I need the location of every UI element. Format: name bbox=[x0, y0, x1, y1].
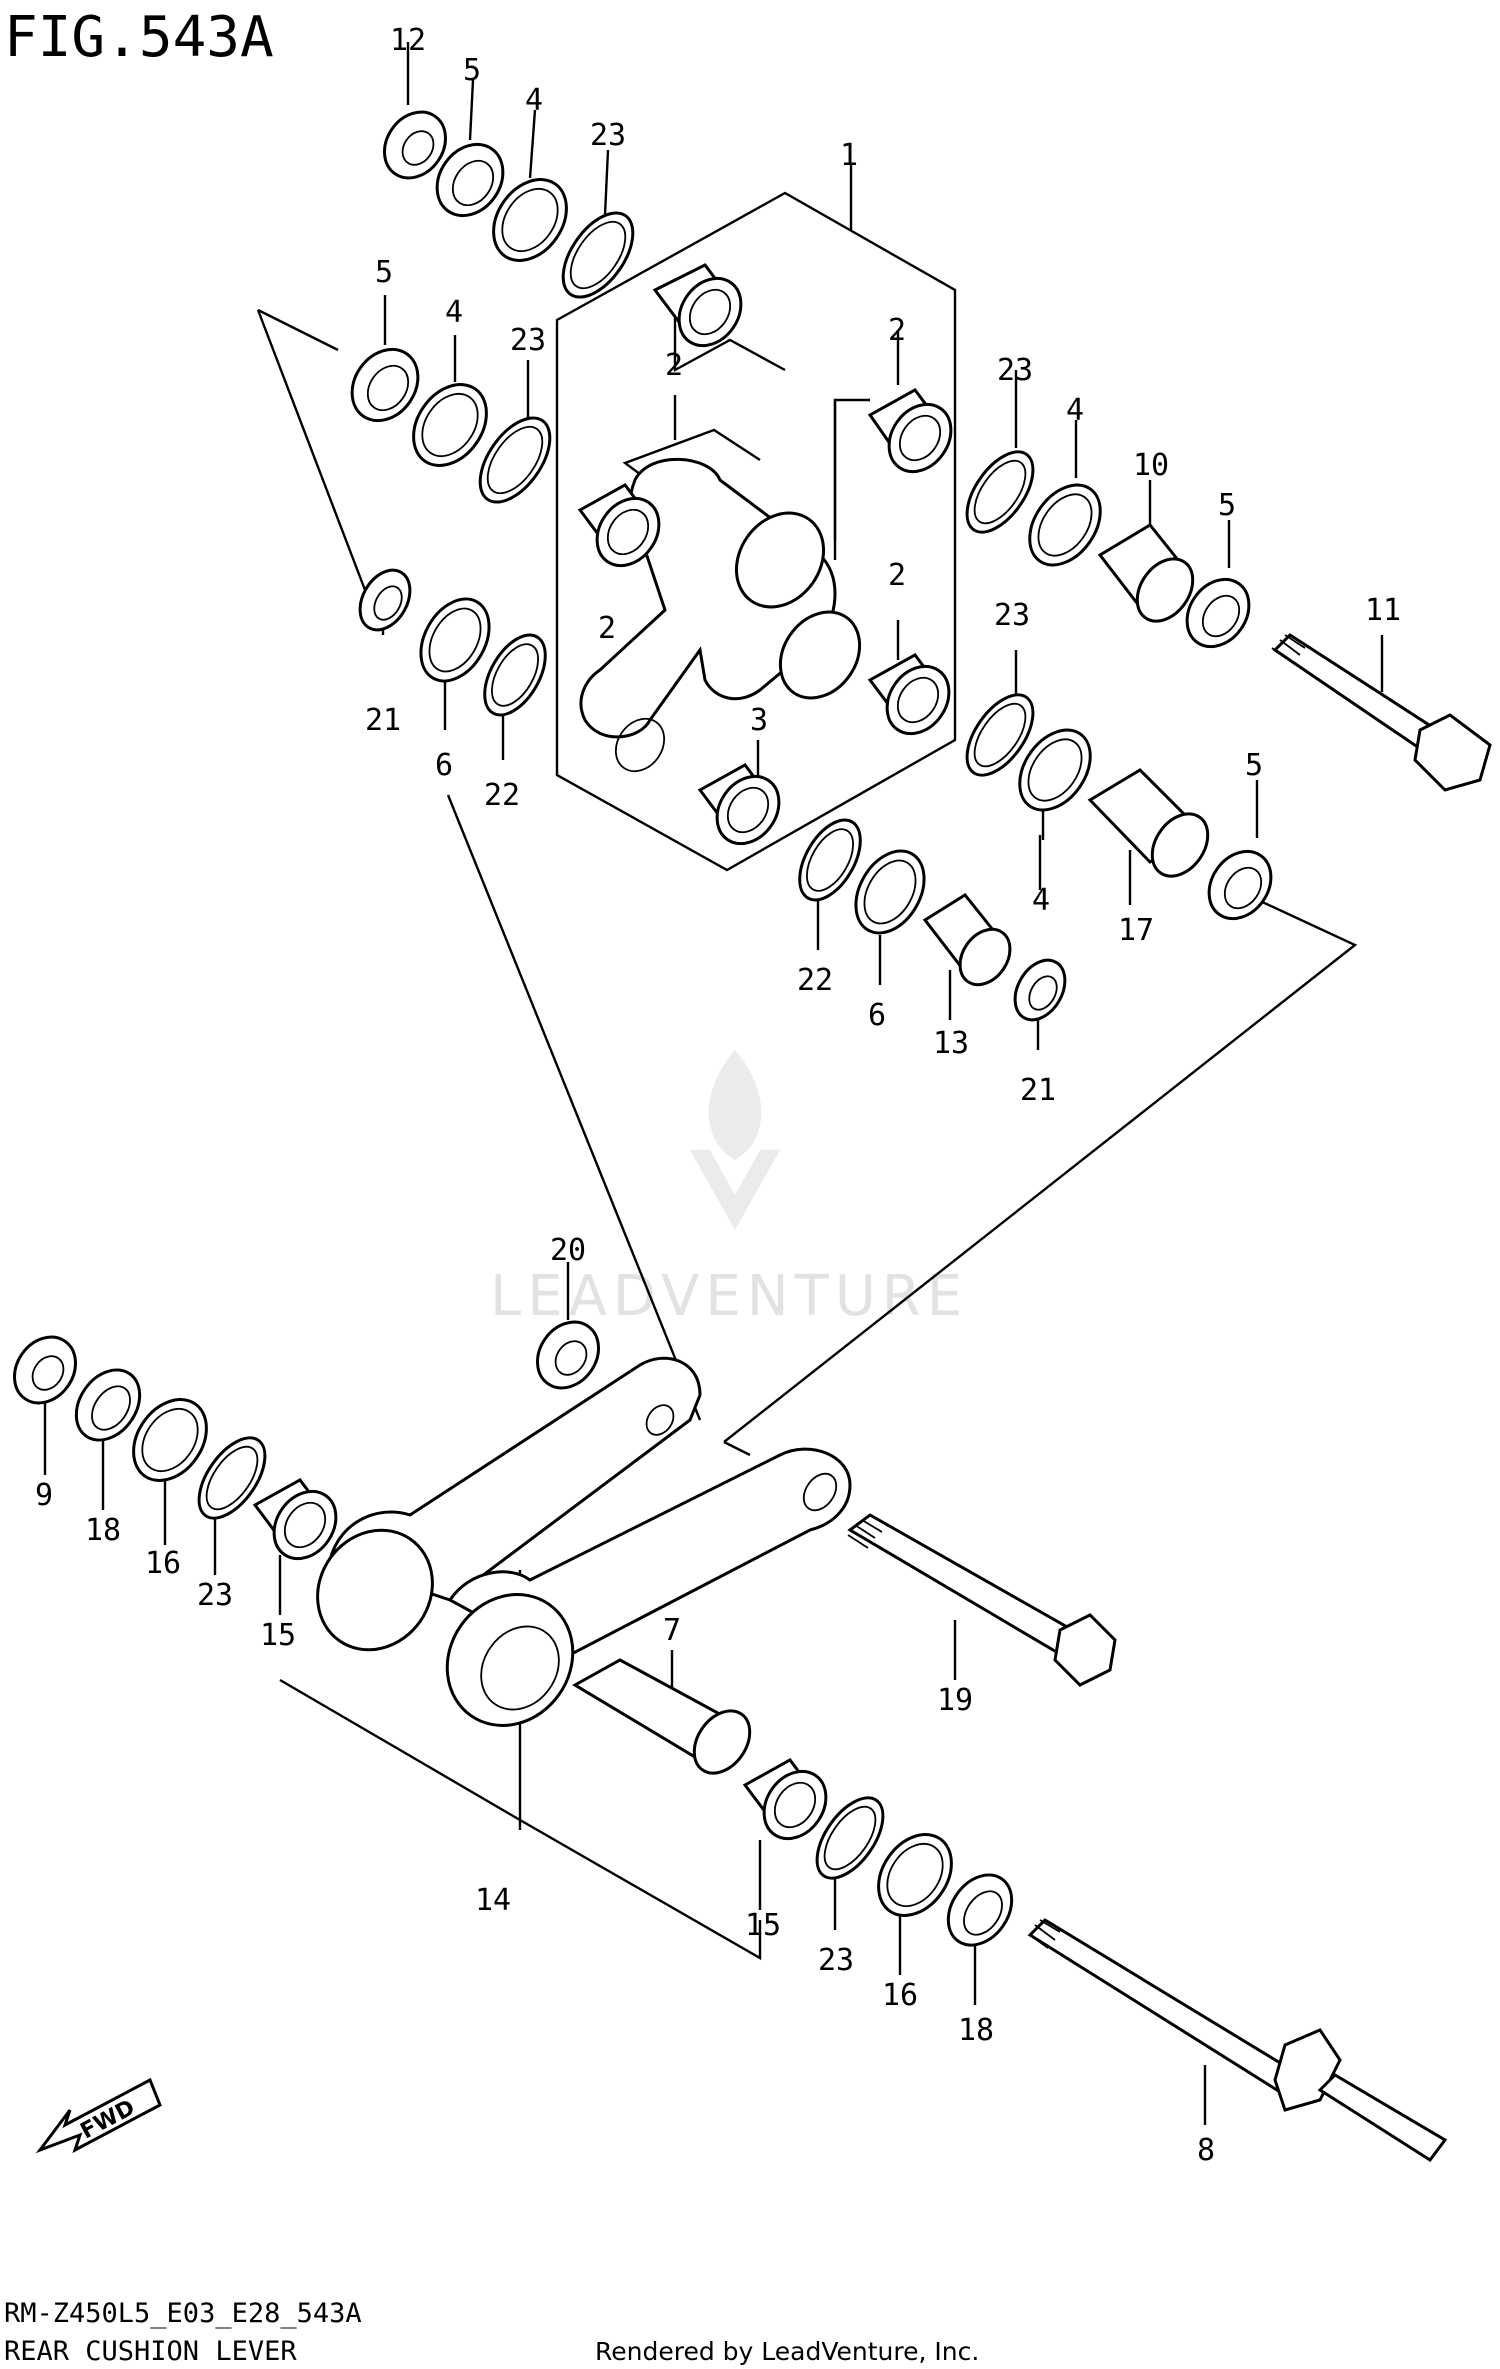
callout-11: 11 bbox=[1365, 593, 1401, 628]
callout-4: 4 bbox=[1032, 883, 1050, 918]
render-credit: Rendered by LeadVenture, Inc. bbox=[595, 2337, 979, 2366]
callout-2: 2 bbox=[598, 611, 616, 646]
callout-22: 22 bbox=[797, 963, 833, 998]
seal-4-right-b bbox=[1018, 728, 1092, 812]
lever-14-body bbox=[316, 1356, 852, 1727]
seal-6-lower bbox=[854, 849, 926, 935]
nut-20 bbox=[536, 1320, 600, 1390]
washer-23-right-b bbox=[965, 693, 1035, 777]
callout-2: 2 bbox=[888, 313, 906, 348]
callout-17: 17 bbox=[1118, 913, 1154, 948]
callout-23: 23 bbox=[590, 118, 626, 153]
callout-9: 9 bbox=[35, 1478, 53, 1513]
callout-4: 4 bbox=[445, 295, 463, 330]
collar-17 bbox=[1087, 768, 1210, 878]
callout-21: 21 bbox=[1020, 1073, 1056, 1108]
bearing-15-left bbox=[252, 1478, 338, 1561]
nut-9 bbox=[13, 1335, 77, 1405]
bush-5-right-b bbox=[1207, 849, 1273, 921]
callout-18: 18 bbox=[958, 2013, 994, 2048]
callout-23: 23 bbox=[997, 353, 1033, 388]
bearing-2-b bbox=[867, 388, 953, 474]
bearing-2-a bbox=[652, 263, 743, 348]
callout-16: 16 bbox=[145, 1546, 181, 1581]
figure-title: FIG.543A bbox=[4, 5, 274, 70]
nut-12 bbox=[383, 110, 447, 180]
washer-23-left bbox=[478, 416, 552, 504]
callout-5: 5 bbox=[1218, 488, 1236, 523]
callout-2: 2 bbox=[665, 348, 683, 383]
washer-22-left bbox=[483, 633, 547, 717]
collar-7 bbox=[572, 1658, 752, 1775]
callout-18: 18 bbox=[85, 1513, 121, 1548]
ring-21-lower bbox=[1013, 958, 1067, 1022]
callout-12: 12 bbox=[390, 23, 426, 58]
seal-4-right-a bbox=[1028, 483, 1102, 567]
seal-16-right bbox=[877, 1833, 953, 1917]
bush-18-right bbox=[946, 1873, 1014, 1947]
callout-7: 7 bbox=[663, 1613, 681, 1648]
callout-23: 23 bbox=[510, 323, 546, 358]
callout-5: 5 bbox=[463, 53, 481, 88]
washer-23-lower-left bbox=[197, 1436, 267, 1520]
bolt-8 bbox=[1027, 1918, 1448, 2163]
callout-16: 16 bbox=[882, 1978, 918, 2013]
collar-10 bbox=[1097, 523, 1195, 623]
bearing-2-c bbox=[577, 483, 661, 568]
washer-22-lower bbox=[798, 818, 862, 902]
watermark-logo bbox=[690, 1050, 780, 1230]
bush-5-right-a bbox=[1185, 577, 1251, 649]
callout-5: 5 bbox=[375, 255, 393, 290]
callout-labels: 12 5 4 23 1 5 4 23 2 2 2 23 4 10 5 2 11 … bbox=[35, 23, 1401, 2168]
callout-10: 10 bbox=[1133, 448, 1169, 483]
callout-14: 14 bbox=[475, 1883, 511, 1918]
bush-5-left bbox=[350, 347, 420, 423]
bolt-11 bbox=[1271, 633, 1492, 792]
seal-16-left bbox=[132, 1398, 208, 1482]
bolt-19 bbox=[847, 1513, 1117, 1687]
callout-15: 15 bbox=[260, 1618, 296, 1653]
callout-22: 22 bbox=[484, 778, 520, 813]
ring-21-left bbox=[358, 568, 412, 632]
bush-18-left bbox=[74, 1368, 142, 1442]
callout-19: 19 bbox=[937, 1683, 973, 1718]
callout-4: 4 bbox=[1066, 393, 1084, 428]
lever-1-outline bbox=[555, 191, 957, 872]
callout-6: 6 bbox=[868, 998, 886, 1033]
seal-4-left bbox=[412, 383, 488, 467]
callout-8: 8 bbox=[1197, 2133, 1215, 2168]
callout-15: 15 bbox=[745, 1908, 781, 1943]
callout-3: 3 bbox=[750, 703, 768, 738]
bearing-2-d bbox=[867, 653, 951, 736]
washer-23-lower-right bbox=[815, 1796, 885, 1880]
washer-23-right-a bbox=[965, 450, 1035, 534]
watermark-text: LEADVENTURE bbox=[490, 1264, 968, 1329]
washer-23-upper bbox=[561, 211, 635, 299]
callout-2: 2 bbox=[888, 558, 906, 593]
seal-4-upper bbox=[492, 178, 568, 262]
fwd-arrow-icon: FWD bbox=[35, 2077, 162, 2154]
bearing-15-right bbox=[742, 1758, 828, 1841]
callout-4: 4 bbox=[525, 83, 543, 118]
collar-13 bbox=[922, 893, 1012, 987]
diagram-code: RM-Z450L5_E03_E28_543A bbox=[4, 2298, 362, 2329]
leader-lines-upper bbox=[256, 42, 1384, 1457]
diagram-name: REAR CUSHION LEVER bbox=[4, 2336, 297, 2367]
callout-5: 5 bbox=[1245, 748, 1263, 783]
callout-23: 23 bbox=[818, 1943, 854, 1978]
bearing-3 bbox=[697, 763, 781, 846]
callout-13: 13 bbox=[933, 1026, 969, 1061]
callout-21: 21 bbox=[365, 703, 401, 738]
bush-5-upper bbox=[435, 142, 505, 218]
callout-23: 23 bbox=[994, 598, 1030, 633]
seal-6-left bbox=[419, 597, 491, 683]
callout-20: 20 bbox=[550, 1233, 586, 1268]
callout-1: 1 bbox=[840, 138, 858, 173]
callout-23: 23 bbox=[197, 1578, 233, 1613]
callout-6: 6 bbox=[435, 748, 453, 783]
